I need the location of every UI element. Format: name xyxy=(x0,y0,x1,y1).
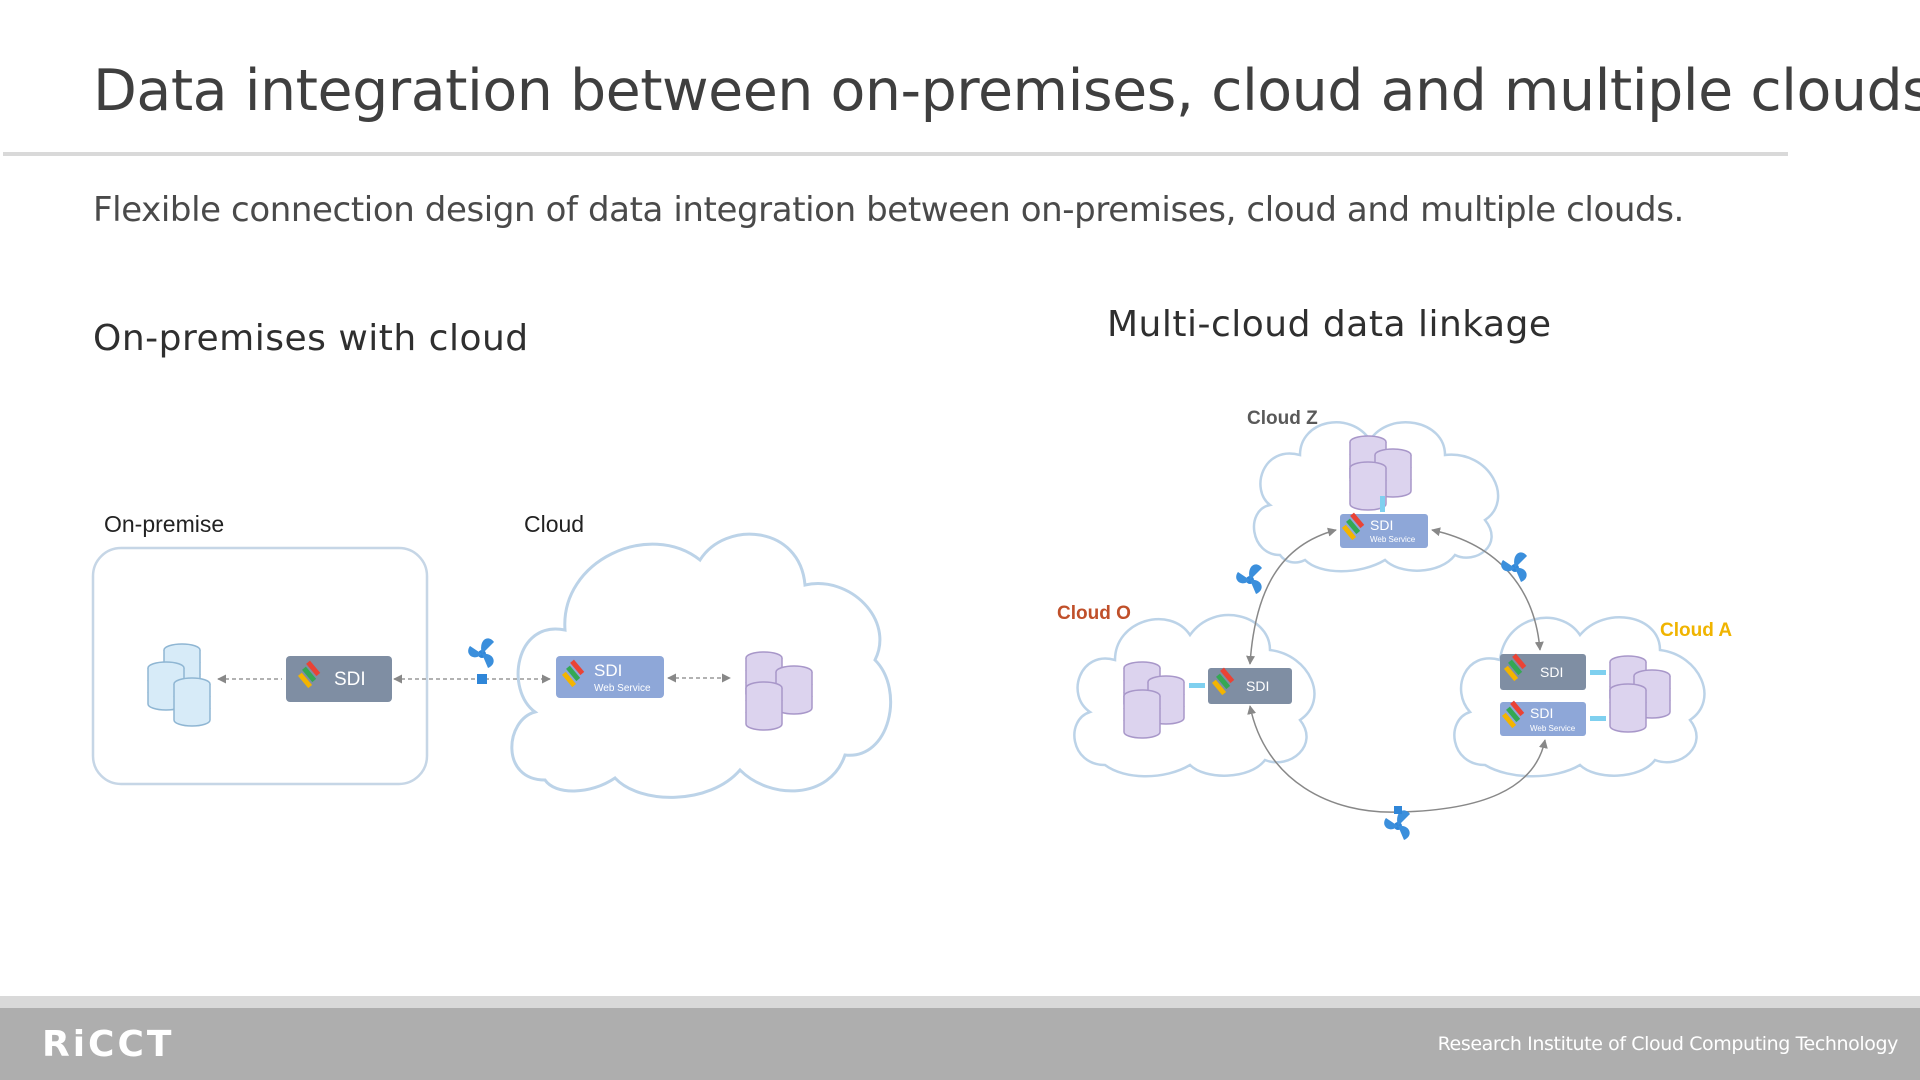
right-section-heading: Multi-cloud data linkage xyxy=(1107,304,1552,345)
left-section-heading: On-premises with cloud xyxy=(93,318,529,359)
on-premise-box xyxy=(91,546,429,786)
link-line xyxy=(1246,527,1337,665)
cloud-label: Cloud xyxy=(524,511,584,537)
cloud-a-sdi-web-sub: Web Service xyxy=(1530,724,1576,733)
cloud-o-label: Cloud O xyxy=(1057,603,1131,624)
connector-icon xyxy=(1236,564,1262,594)
link-marker xyxy=(1380,496,1385,512)
footer-logo: RiCCT xyxy=(42,1024,175,1065)
cloud-z-sdi-label: SDI xyxy=(1370,517,1393,533)
sdi-web-sub: Web Service xyxy=(594,683,651,694)
cloud-a-sdi-label: SDI xyxy=(1540,664,1563,680)
link-marker xyxy=(1590,670,1606,675)
cloud-o-sdi-label: SDI xyxy=(1246,678,1269,694)
slide-subtitle: Flexible connection design of data integ… xyxy=(93,190,1684,230)
integration-diagram: On-premise Cloud SDI SDI Web Service Clo… xyxy=(91,408,1732,840)
cloud-a-sdi-web-label: SDI xyxy=(1530,705,1553,721)
link-marker xyxy=(1590,716,1606,721)
cloud-z-label: Cloud Z xyxy=(1247,408,1318,429)
cloud-z-sdi-sub: Web Service xyxy=(1370,535,1416,544)
cloud-a-label: Cloud A xyxy=(1660,620,1732,641)
sdi-web-label: SDI xyxy=(594,661,622,680)
link-line xyxy=(1431,527,1544,651)
connector-icon xyxy=(1384,806,1410,840)
footer-accent xyxy=(0,996,1920,1008)
sdi-box-label: SDI xyxy=(334,669,366,690)
cloud-shape xyxy=(510,532,892,799)
sdi-web-service-box: SDI Web Service xyxy=(1340,512,1428,548)
link-marker xyxy=(1189,683,1205,688)
footer-bar: RiCCT Research Institute of Cloud Comput… xyxy=(0,1008,1920,1080)
connector-icon xyxy=(468,638,494,684)
sdi-web-service-box: SDI Web Service xyxy=(556,656,664,698)
footer-org-name: Research Institute of Cloud Computing Te… xyxy=(1437,1033,1899,1055)
sdi-web-service-box: SDI Web Service xyxy=(1500,700,1586,736)
on-premise-label: On-premise xyxy=(104,511,224,537)
slide-title: Data integration between on-premises, cl… xyxy=(93,58,1920,124)
sdi-box: SDI xyxy=(286,656,392,702)
sdi-box: SDI xyxy=(1500,653,1586,690)
title-divider xyxy=(3,152,1788,156)
sdi-box: SDI xyxy=(1208,667,1292,704)
